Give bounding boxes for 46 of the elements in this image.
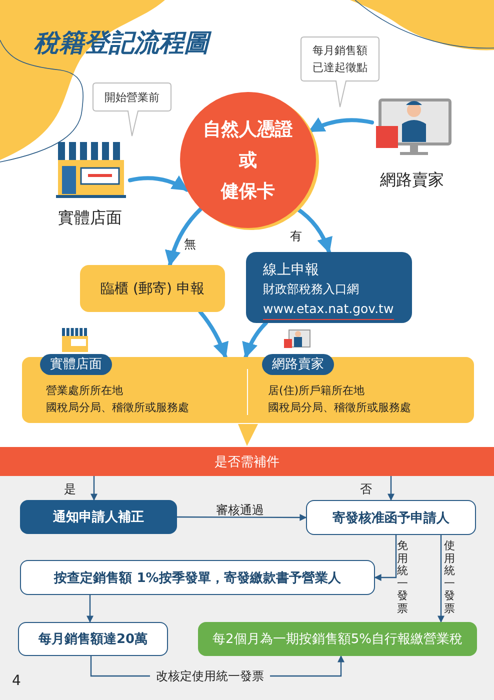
triangle-arrow: [238, 424, 258, 446]
edge-label: 有: [290, 228, 302, 245]
arrow: [374, 534, 397, 581]
circle-text: 自然人憑證: [203, 118, 293, 142]
arrow: [308, 118, 374, 134]
edge-label: 是: [64, 481, 76, 498]
edge-label: 無: [184, 236, 196, 253]
edge-label: 否: [360, 481, 372, 498]
process-box: [246, 252, 412, 323]
process-box: 臨櫃 (郵寄) 申報: [80, 265, 225, 312]
shop-label: 實體店面: [57, 208, 123, 229]
box-text: 財政部稅務入口網: [263, 281, 360, 298]
arrow: [242, 321, 268, 359]
process-box: 通知申請人補正: [20, 500, 177, 534]
link-text: www.etax.nat.gov.tw: [263, 300, 394, 320]
box-heading: 線上申報: [263, 261, 320, 280]
arrow: [90, 475, 98, 501]
info-panel: [22, 357, 474, 423]
process-box: 寄發核准函予申請人: [306, 500, 476, 535]
edge-label: 改核定使用統一發票: [150, 668, 270, 685]
arrow: [128, 176, 189, 192]
circle-text: 或: [239, 148, 257, 172]
speech-bubble: 開始營業前: [92, 82, 172, 137]
decision-band: 是否需補件: [0, 447, 494, 476]
arrow: [198, 310, 228, 359]
location-tag: 網路賣家: [262, 354, 334, 375]
arrow: [165, 206, 203, 267]
page-number: 4: [12, 673, 21, 689]
office-text: 國稅局分局、稽徵所或服務處: [268, 400, 411, 415]
office-text: 居(住)所戶籍所在地: [268, 383, 365, 398]
location-tag: 實體店面: [40, 354, 112, 375]
arrow: [86, 594, 94, 623]
office-text: 國稅局分局、稽徵所或服務處: [46, 400, 189, 415]
arrow: [438, 534, 444, 623]
process-box: 按查定銷售額 1%按季發單，寄發繳款書予營業人: [20, 560, 375, 595]
speech-bubble: 每月銷售額已達起徵點: [300, 36, 380, 108]
edge-label: 審核通過: [216, 502, 264, 519]
process-box: 每2個月為一期按銷售額5%自行報繳營業稅: [198, 622, 477, 656]
edge-label: 免用統一發票: [396, 540, 409, 615]
arrow: [388, 475, 394, 501]
edge-label: 使用統一發票: [443, 540, 456, 615]
process-box: 每月銷售額達20萬: [18, 622, 168, 656]
circle-text: 健保卡: [221, 180, 275, 204]
arrow: [176, 514, 307, 521]
shop-label: 網路賣家: [379, 170, 445, 191]
office-text: 營業處所所在地: [46, 383, 123, 398]
